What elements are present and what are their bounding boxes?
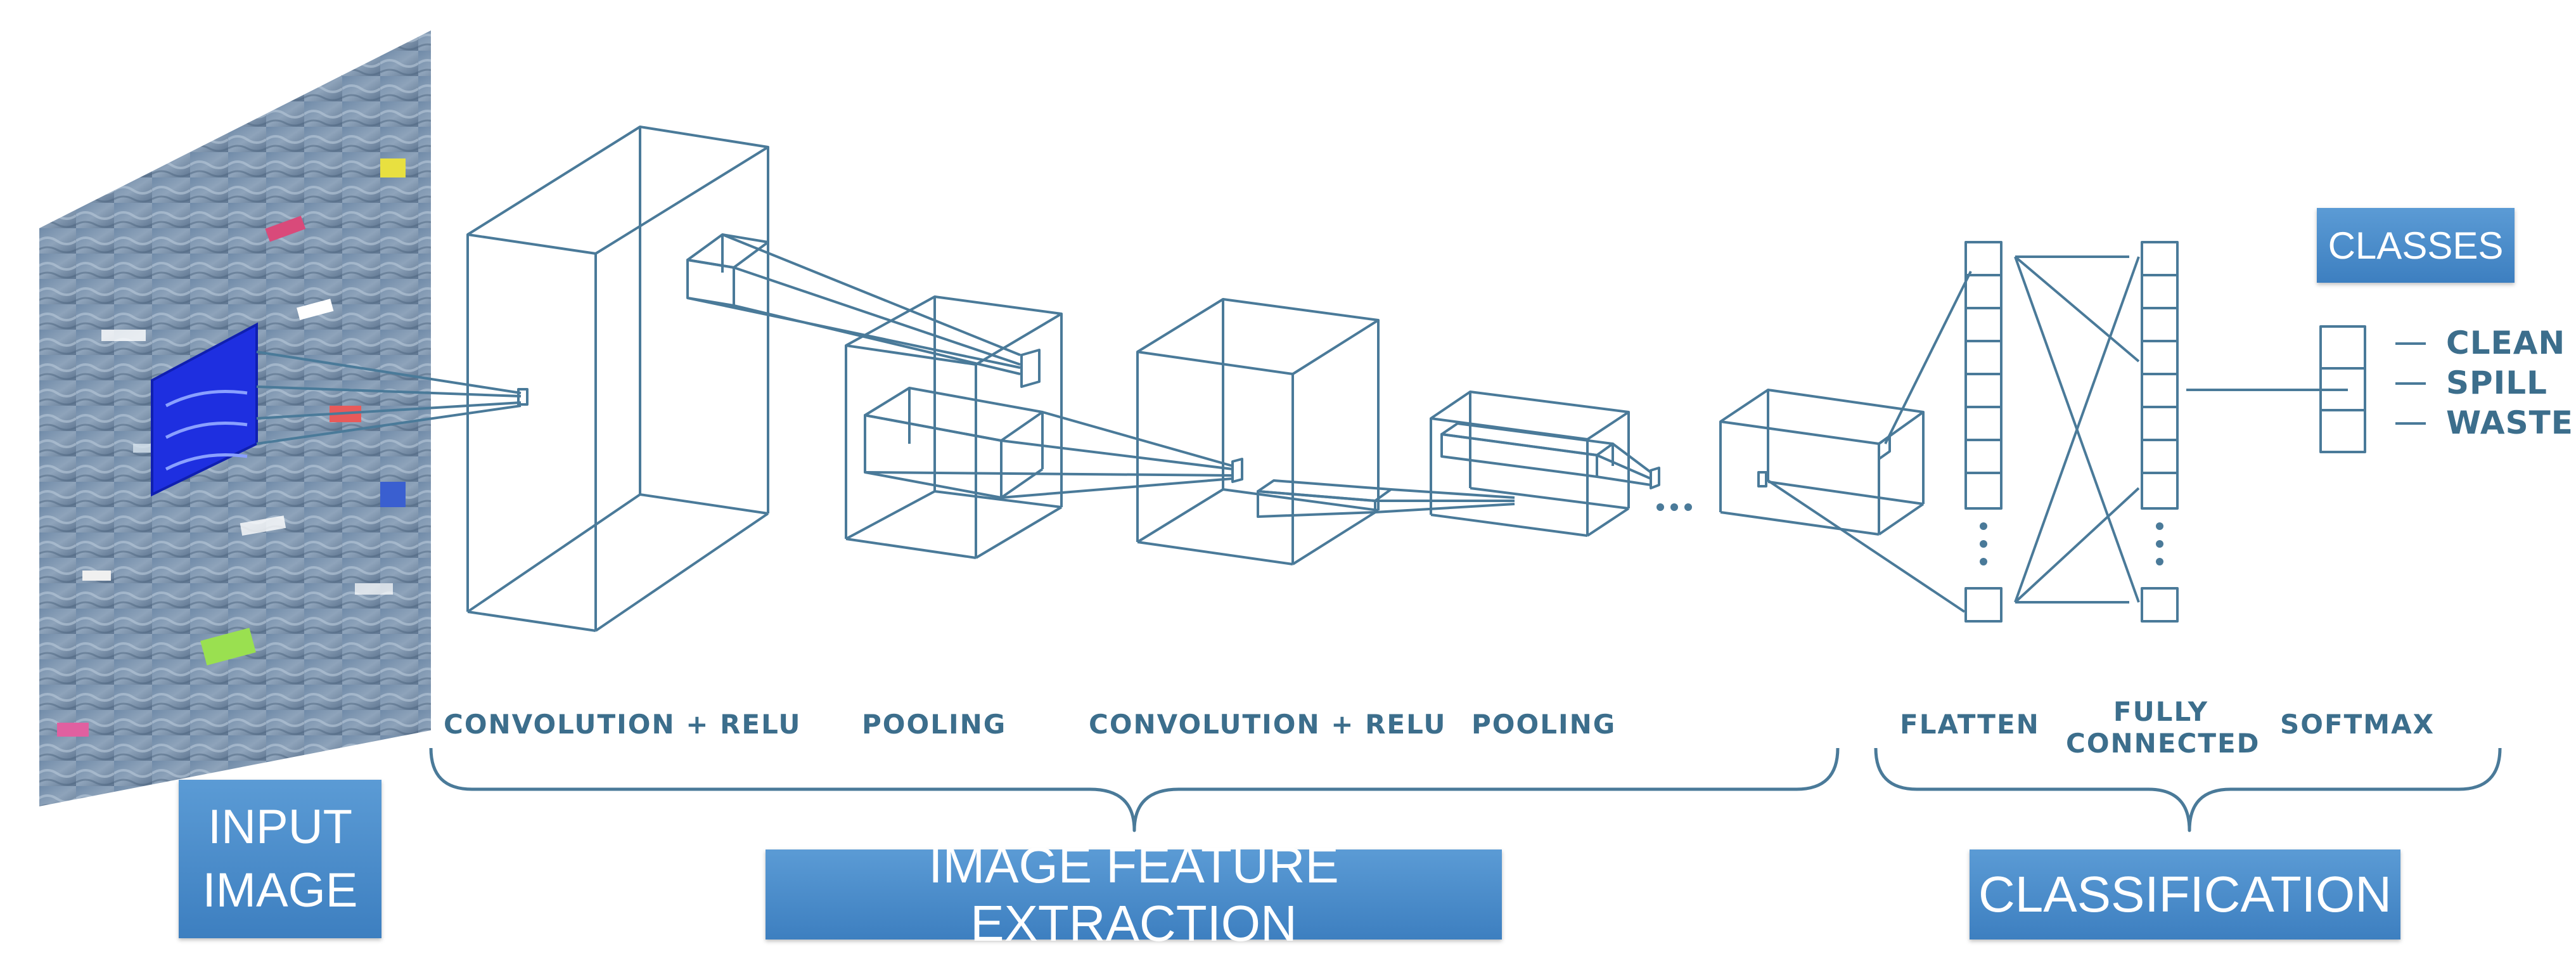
input-image-tag-line2: IMAGE xyxy=(202,863,358,917)
fully-connected-label-line2: CONNECTED xyxy=(2066,728,2260,759)
input-image-tag: INPUT IMAGE xyxy=(179,780,381,938)
final-feature-map-volume xyxy=(1719,389,1925,536)
classification-brace xyxy=(1874,747,2502,832)
pool1-label: POOLING xyxy=(862,709,1007,740)
pool2-label: POOLING xyxy=(1471,709,1617,740)
pool1-volume xyxy=(845,295,1063,559)
fully-connected-label: FULLY CONNECTED xyxy=(2066,696,2260,759)
output-column xyxy=(2319,325,2426,453)
conv1-volume xyxy=(466,126,769,632)
class-label-clean: CLEAN xyxy=(2446,325,2566,361)
conv1-label: CONVOLUTION + RELU xyxy=(444,709,802,740)
flatten-column xyxy=(1964,241,2002,623)
classification-tag: CLASSIFICATION xyxy=(1970,849,2400,939)
fully-connected-column xyxy=(2141,241,2179,623)
ellipsis-icon xyxy=(1656,503,1664,511)
fully-connected-label-line1: FULLY xyxy=(2113,696,2209,727)
classes-tag: CLASSES xyxy=(2317,208,2515,283)
conv2-label: CONVOLUTION + RELU xyxy=(1089,709,1447,740)
input-image-tag-line1: INPUT xyxy=(208,800,352,854)
feature-extraction-tag: IMAGE FEATURE EXTRACTION xyxy=(766,837,1502,952)
flatten-label: FLATTEN xyxy=(1900,709,2040,740)
conv2-volume xyxy=(1136,298,1380,565)
class-label-waste: WASTE xyxy=(2446,404,2573,441)
class-label-spill: SPILL xyxy=(2446,365,2547,401)
softmax-label: SOFTMAX xyxy=(2280,709,2435,740)
feature-extraction-brace xyxy=(429,747,1840,832)
pool2-volume xyxy=(1430,391,1630,537)
